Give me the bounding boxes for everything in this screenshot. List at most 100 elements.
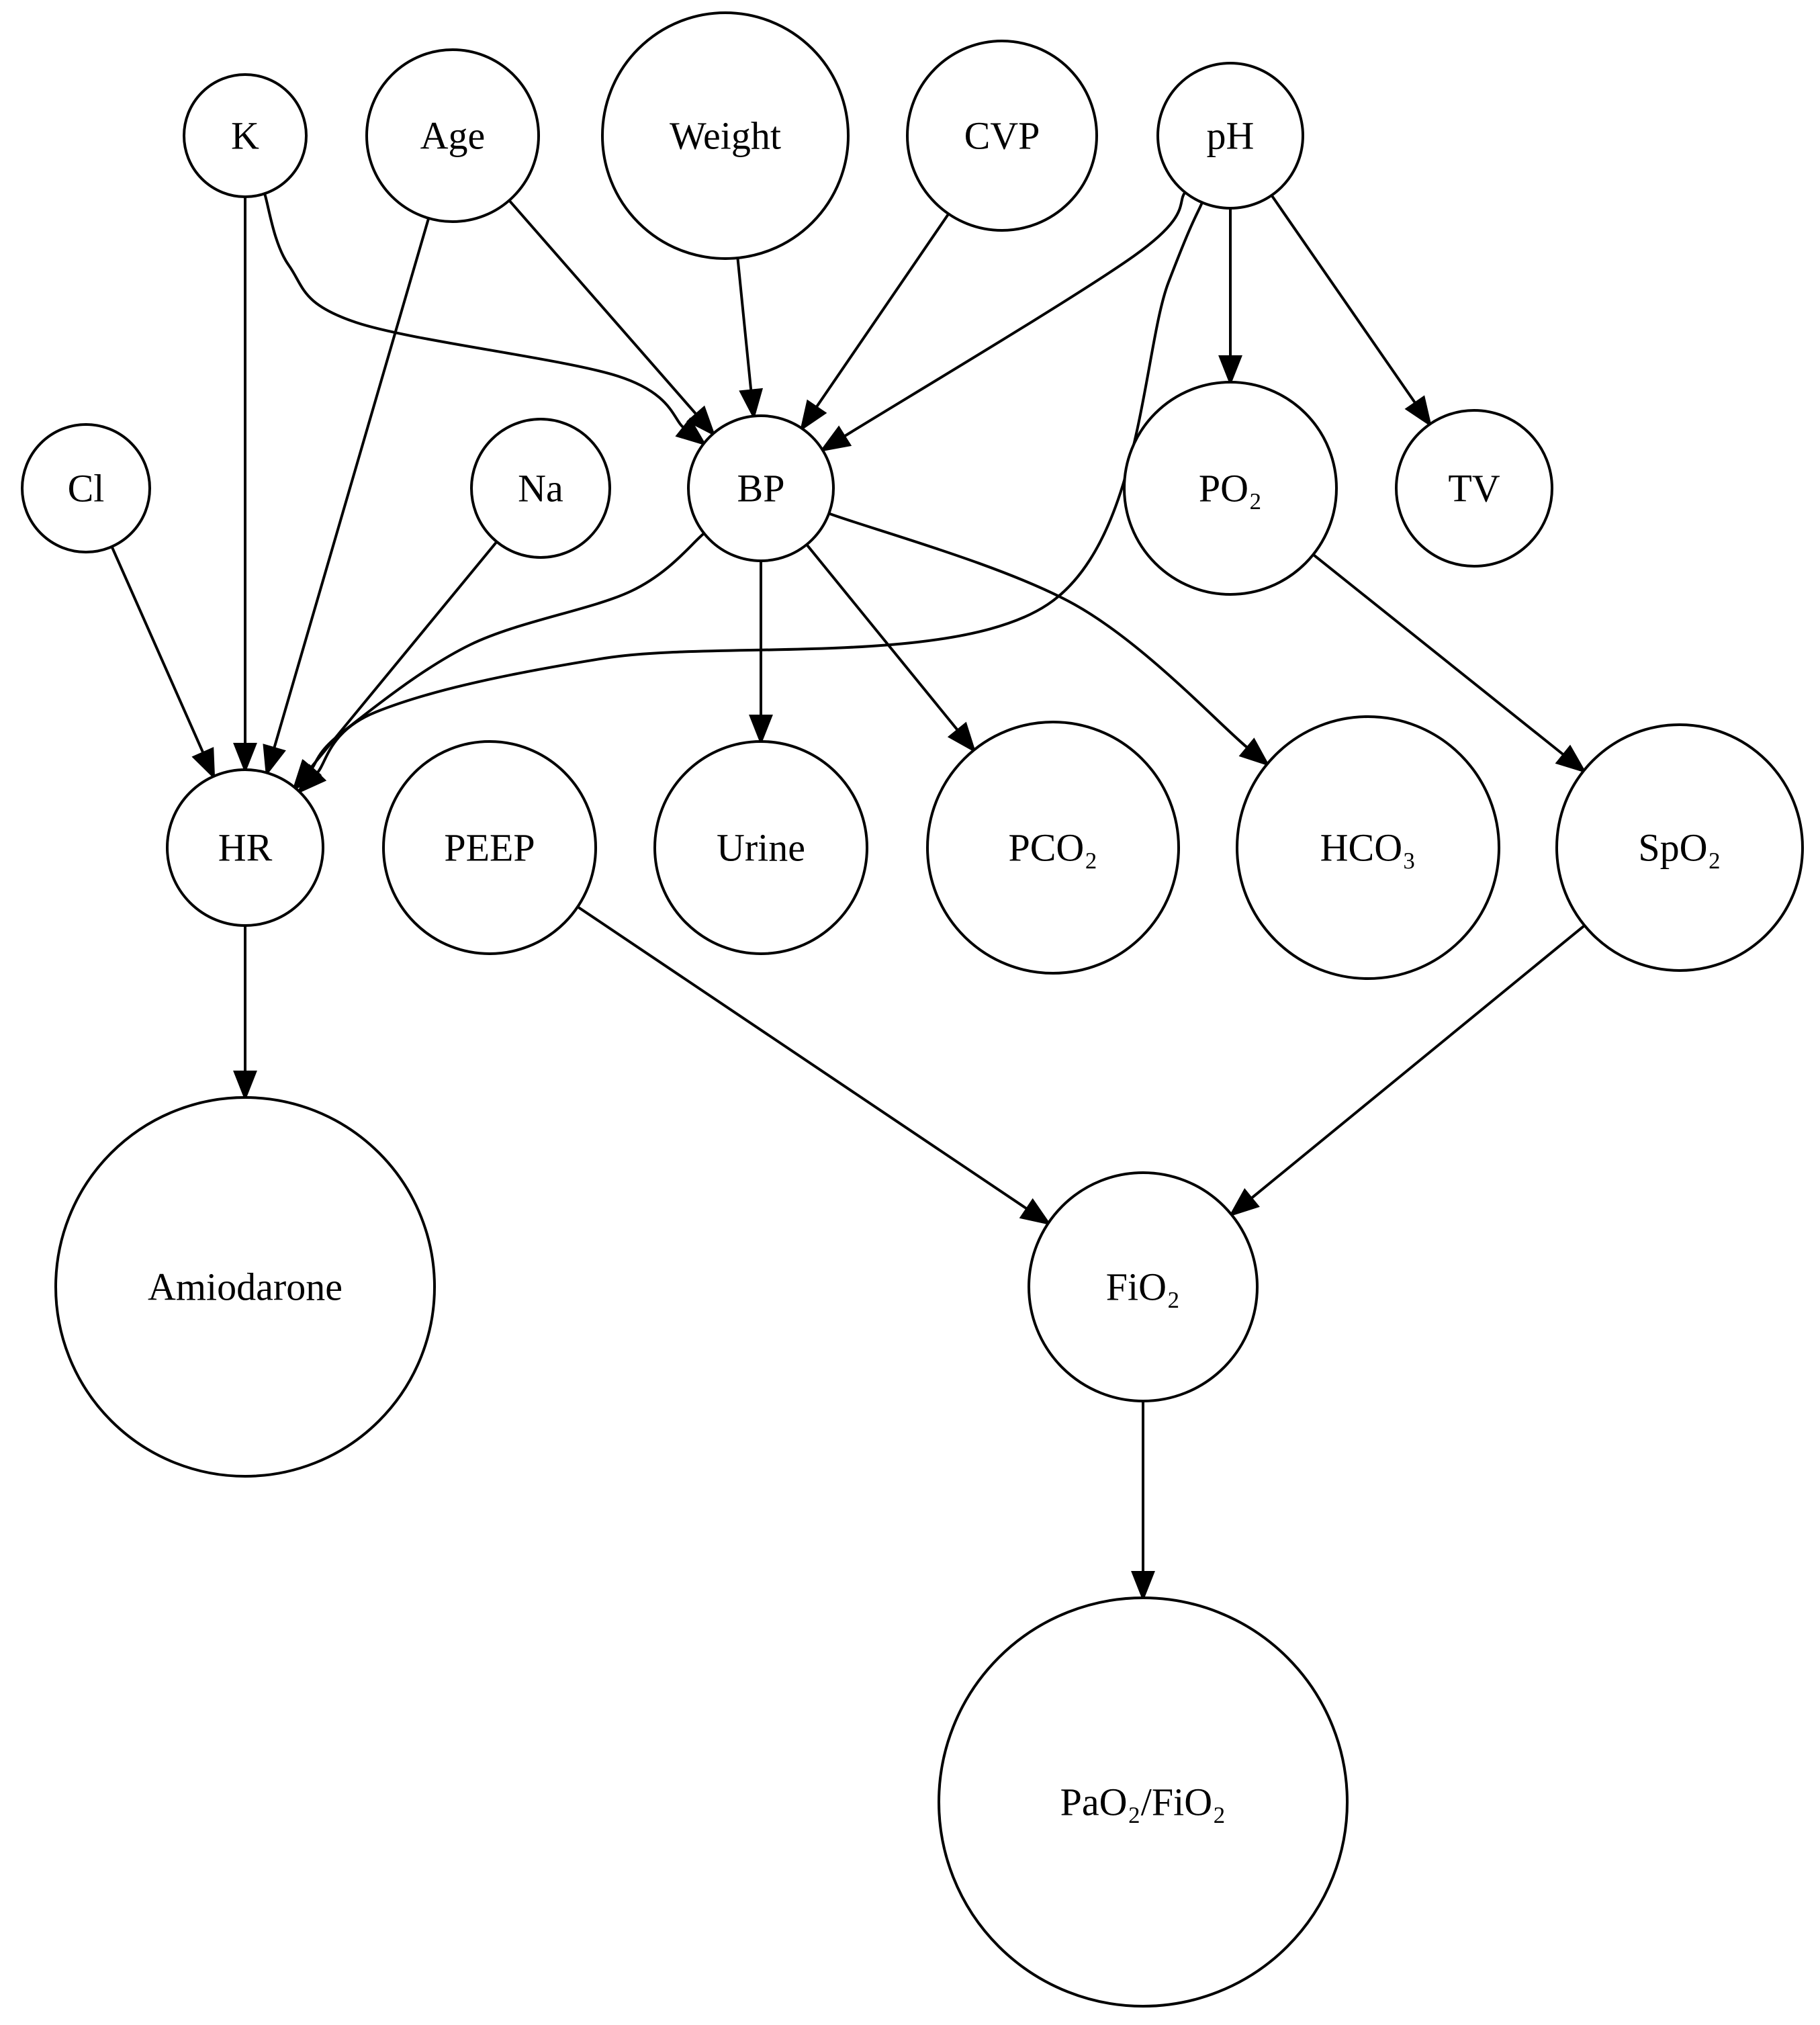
arrowhead-icon [263, 744, 286, 776]
edge-line [1270, 194, 1417, 404]
edge-bp-to-hco3 [828, 512, 1270, 767]
edge-line [310, 541, 498, 769]
node-label: PaO₂/FiO₂ [1060, 1781, 1226, 1824]
node-urine: Urine [653, 740, 868, 955]
edge-ph-to-po2 [1218, 208, 1242, 386]
edge-po2-to-spo2 [1312, 553, 1587, 774]
node-label: PCO₂ [1008, 826, 1097, 870]
node-label: Weight [670, 114, 781, 158]
edge-line [273, 218, 430, 749]
arrowhead-icon [1555, 744, 1587, 774]
edge-line [263, 193, 685, 429]
node-label: FiO₂ [1106, 1265, 1180, 1309]
node-circle [687, 414, 835, 562]
edge-peep-to-fio2 [576, 905, 1052, 1226]
arrowhead-icon [739, 388, 764, 420]
arrowhead-icon [233, 743, 257, 774]
node-circle [653, 740, 868, 955]
edge-line [316, 201, 1203, 774]
arrowhead-icon [1228, 1188, 1260, 1217]
node-circle [601, 11, 850, 260]
edge-line [310, 532, 705, 770]
node-spo2: SpO₂ [1555, 723, 1804, 972]
arrowhead-icon [233, 1071, 257, 1101]
node-hr: HR [166, 768, 324, 927]
edge-ph-to-tv [1270, 194, 1432, 428]
node-circle [938, 1596, 1349, 2008]
node-label: SpO₂ [1638, 826, 1721, 870]
edge-line [1250, 924, 1586, 1200]
arrowhead-icon [686, 405, 716, 437]
edge-k-to-bp [263, 193, 707, 446]
node-circle [21, 423, 151, 553]
edge-hr-to-amiodarone [233, 926, 257, 1101]
node-circle [1395, 409, 1553, 568]
node-weight: Weight [601, 11, 850, 260]
node-label: Urine [717, 826, 805, 870]
node-cl: Cl [21, 423, 151, 553]
node-age: Age [365, 48, 540, 223]
node-bp: BP [687, 414, 835, 562]
edge-line [110, 546, 205, 754]
node-k: K [183, 73, 308, 198]
node-label: K [231, 114, 259, 158]
node-fio2: FiO₂ [1028, 1171, 1259, 1402]
node-circle [166, 768, 324, 927]
edge-line [508, 199, 698, 416]
node-circle [906, 40, 1098, 232]
arrowhead-icon [947, 721, 976, 754]
edge-bp-to-hr [293, 532, 705, 791]
node-label: TV [1448, 467, 1500, 510]
node-pao2fio2: PaO₂/FiO₂ [938, 1596, 1349, 2008]
edge-cvp-to-bp [799, 213, 950, 432]
arrowhead-icon [1131, 1571, 1155, 1602]
edge-k-to-hr [233, 197, 257, 774]
edge-age-to-hr [263, 218, 430, 776]
node-circle [1555, 723, 1804, 972]
node-circle [382, 740, 597, 955]
arrowhead-icon [749, 715, 773, 746]
arrowhead-icon [675, 417, 707, 446]
node-circle [926, 721, 1180, 975]
node-circle [1028, 1171, 1259, 1402]
node-peep: PEEP [382, 740, 597, 955]
node-label: PO₂ [1199, 467, 1262, 510]
edge-fio2-to-pao2fio2 [1131, 1401, 1155, 1602]
node-label: CVP [964, 114, 1040, 158]
node-circle [365, 48, 540, 223]
node-circle [470, 418, 611, 559]
arrowhead-icon [799, 399, 827, 432]
edge-bp-to-pco2 [805, 543, 976, 754]
node-circle [1156, 62, 1304, 210]
arrowhead-icon [1404, 395, 1432, 428]
arrowhead-icon [1218, 355, 1242, 386]
arrowhead-icon [819, 425, 852, 452]
edge-line [576, 905, 1028, 1210]
arrowhead-icon [293, 760, 322, 791]
node-label: Age [420, 114, 486, 158]
arrowhead-icon [1019, 1198, 1052, 1226]
edge-line [843, 191, 1187, 438]
edge-line [815, 213, 950, 408]
node-amiodarone: Amiodarone [54, 1096, 436, 1478]
node-label: Amiodarone [148, 1265, 343, 1309]
node-hco3: HCO₃ [1236, 715, 1500, 980]
edge-spo2-to-fio2 [1228, 924, 1586, 1217]
node-circle [1123, 381, 1338, 596]
node-label: HR [218, 826, 273, 870]
node-label: HCO₃ [1320, 826, 1416, 870]
edge-age-to-bp [508, 199, 716, 437]
edge-bp-to-urine [749, 561, 773, 746]
edge-line [828, 512, 1248, 749]
nodes: K Age Weight CVP pH Cl Na BP PO₂ TV HR PEEP Urine PCO… [21, 11, 1804, 2008]
node-label: Na [518, 467, 563, 510]
node-label: pH [1207, 114, 1255, 158]
edge-ph-to-bp [819, 191, 1187, 452]
node-circle [54, 1096, 436, 1478]
node-tv: TV [1395, 409, 1553, 568]
edge-line [805, 543, 959, 731]
node-label: PEEP [444, 826, 535, 870]
edge-line [736, 257, 753, 391]
node-cvp: CVP [906, 40, 1098, 232]
